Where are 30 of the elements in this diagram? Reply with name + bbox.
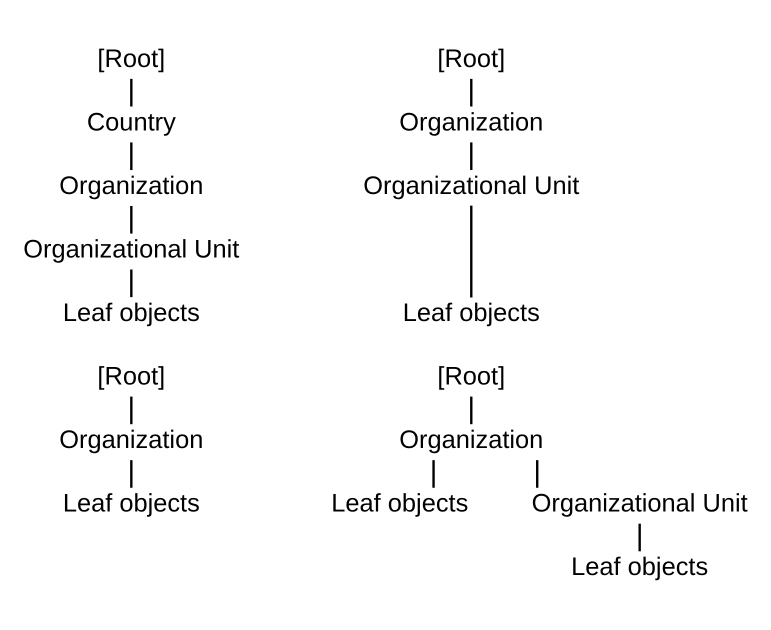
connector [470, 206, 472, 298]
node-text: Organization [399, 108, 544, 136]
node-text: Leaf objects [62, 490, 200, 518]
connector [470, 142, 472, 170]
node-text: Country [86, 108, 176, 136]
node-text: Organization [59, 426, 204, 454]
node-text: [Root] [437, 44, 506, 73]
node-text: Leaf objects [571, 553, 708, 582]
connector [638, 524, 641, 552]
connector [470, 78, 472, 106]
node-text: Organization [399, 426, 544, 454]
connector [130, 206, 133, 234]
connector [536, 460, 538, 488]
node-text: Organizational Unit [363, 172, 580, 200]
node-text: Leaf objects [331, 490, 468, 518]
node-text: Organizational Unit [23, 235, 240, 264]
connector [130, 142, 133, 170]
connector [130, 460, 133, 488]
node-text: [Root] [97, 362, 166, 391]
connector [130, 270, 133, 298]
node-text: Organizational Unit [532, 490, 748, 518]
connector [130, 78, 133, 106]
connector [470, 396, 472, 424]
node-text: Organization [59, 172, 204, 200]
node-text: [Root] [97, 44, 166, 73]
node-text: Leaf objects [402, 299, 540, 328]
node-text: [Root] [437, 362, 506, 391]
node-text: Leaf objects [62, 299, 200, 328]
connector [130, 396, 133, 424]
connector [432, 460, 435, 488]
